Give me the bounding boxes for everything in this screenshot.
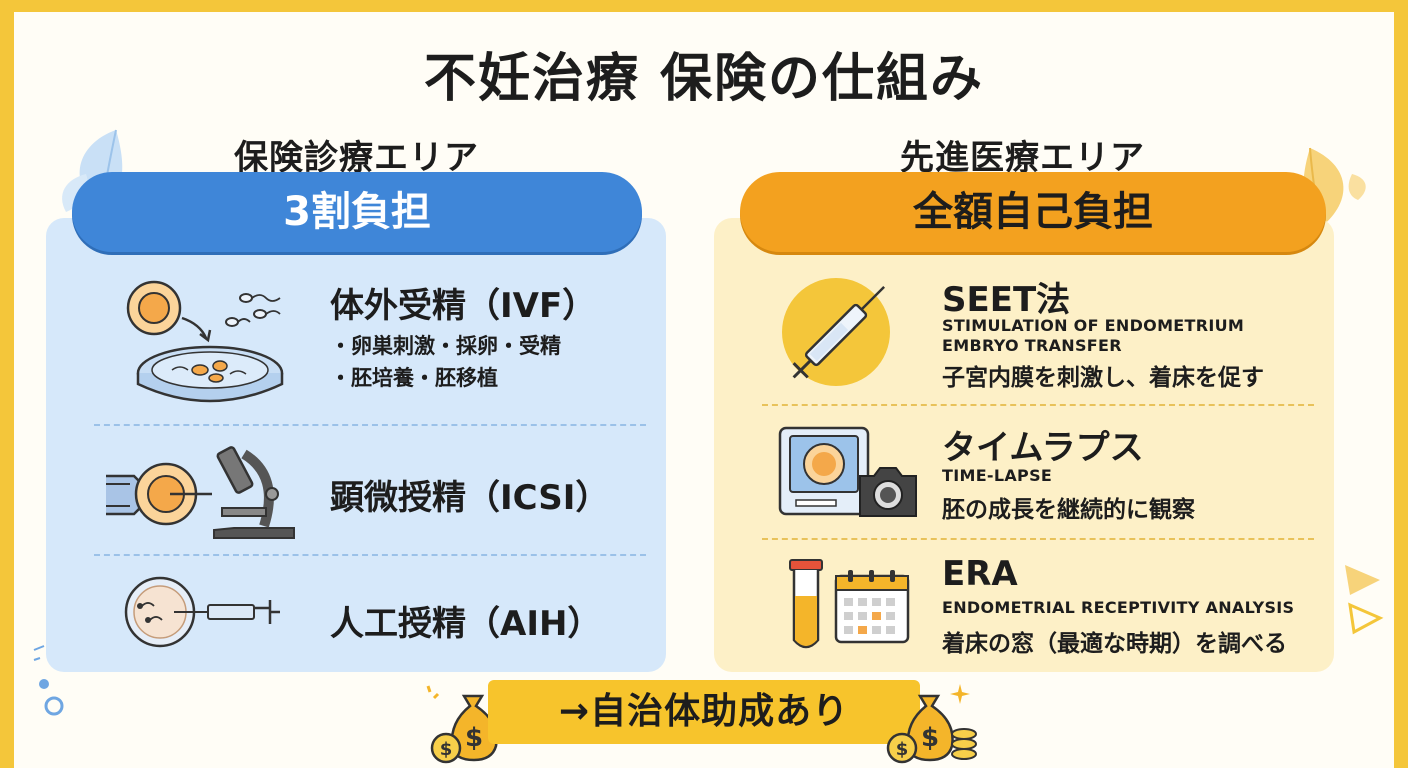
seet-en-2: EMBRYO TRANSFER [942,336,1122,355]
ivf-title: 体外受精（IVF） [330,286,597,326]
icsi-title: 顕微授精（ICSI） [330,478,610,518]
seet-title: SEET法 [942,280,1071,320]
timelapse-desc: 胚の成長を継続的に観察 [942,497,1195,523]
seet-en-1: STIMULATION OF ENDOMETRIUM [942,316,1245,335]
era-en: ENDOMETRIAL RECEPTIVITY ANALYSIS [942,598,1295,617]
timelapse-title: タイムラプス [942,428,1144,468]
dots-decoration-icon [33,645,64,716]
divider [762,538,1314,540]
page-title: 不妊治療 保険の仕組み [423,49,985,109]
ivf-detail-2: ・胚培養・胚移植 [330,366,498,390]
divider [94,554,646,556]
timelapse-en: TIME-LAPSE [942,466,1053,485]
money-bag-icon: $ $ [426,685,498,764]
subsidy-banner: →自治体助成あり [488,680,920,744]
divider [762,404,1314,406]
advanced-cost-pill: 全額自己負担 [740,172,1326,252]
svg-text:$: $ [921,723,939,753]
ivf-detail-1: ・卵巣刺激・採卵・受精 [330,334,561,358]
era-desc: 着床の窓（最適な時期）を調べる [942,631,1287,657]
advanced-area-label: 先進医療エリア [900,138,1145,178]
microscope-icon [106,446,295,539]
svg-text:$: $ [440,739,453,760]
syringe-icon [124,576,280,648]
petri-dish-icon [126,280,284,403]
era-title: ERA [942,554,1018,594]
svg-text:$: $ [896,739,909,760]
divider [94,424,646,426]
insurance-area-label: 保険診療エリア [234,138,479,178]
camera-icon [859,467,917,517]
svg-text:$: $ [465,723,483,753]
money-bag-icon: $ $ [886,684,977,764]
insurance-cost-pill: 3割負担 [72,172,642,252]
test-tube-icon [789,559,823,649]
seet-desc: 子宮内膜を刺激し、着床を促す [942,365,1264,391]
time-lapse-monitor-icon [778,426,870,516]
syringe-icon [782,278,890,386]
calendar-icon [834,570,910,644]
aih-title: 人工授精（AIH） [330,604,602,644]
triangle-decoration-icon [1345,565,1384,635]
